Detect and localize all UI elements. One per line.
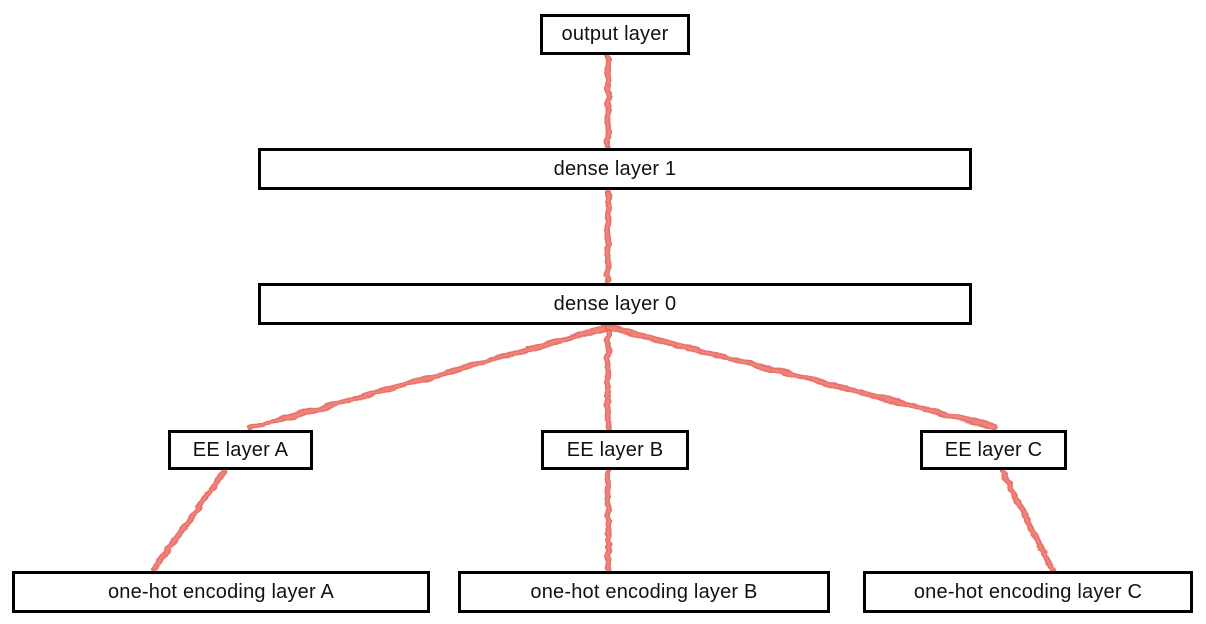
node-ee-layer-a-label: EE layer A — [192, 438, 289, 461]
node-ee-layer-c: EE layer C — [920, 430, 1067, 470]
node-ee-layer-b: EE layer B — [541, 430, 689, 470]
node-one-hot-encoding-layer-a-label: one-hot encoding layer A — [107, 580, 335, 603]
edge-group — [151, 54, 1055, 572]
node-dense-layer-0-label: dense layer 0 — [553, 292, 677, 315]
node-one-hot-encoding-layer-b-label: one-hot encoding layer B — [530, 580, 758, 603]
node-dense-layer-1: dense layer 1 — [258, 148, 972, 190]
edge-dense-layer-0-to-ee-layer-a — [248, 325, 610, 430]
edge-ee-layer-c-to-one-hot-encoding-layer-c — [1001, 470, 1054, 571]
node-one-hot-encoding-layer-c: one-hot encoding layer C — [863, 571, 1193, 613]
node-one-hot-encoding-layer-b: one-hot encoding layer B — [458, 571, 830, 613]
node-dense-layer-1-label: dense layer 1 — [553, 157, 677, 180]
node-one-hot-encoding-layer-a: one-hot encoding layer A — [12, 571, 430, 613]
node-ee-layer-c-label: EE layer C — [944, 438, 1043, 461]
node-ee-layer-b-label: EE layer B — [566, 438, 664, 461]
node-output-layer: output layer — [540, 14, 690, 55]
node-dense-layer-0: dense layer 0 — [258, 283, 972, 325]
edge-ee-layer-a-to-one-hot-encoding-layer-a — [152, 470, 226, 571]
edge-dense-layer-0-to-ee-layer-c — [606, 325, 997, 429]
node-output-layer-label: output layer — [561, 23, 669, 45]
node-one-hot-encoding-layer-c-label: one-hot encoding layer C — [913, 580, 1143, 603]
node-ee-layer-a: EE layer A — [168, 430, 313, 470]
